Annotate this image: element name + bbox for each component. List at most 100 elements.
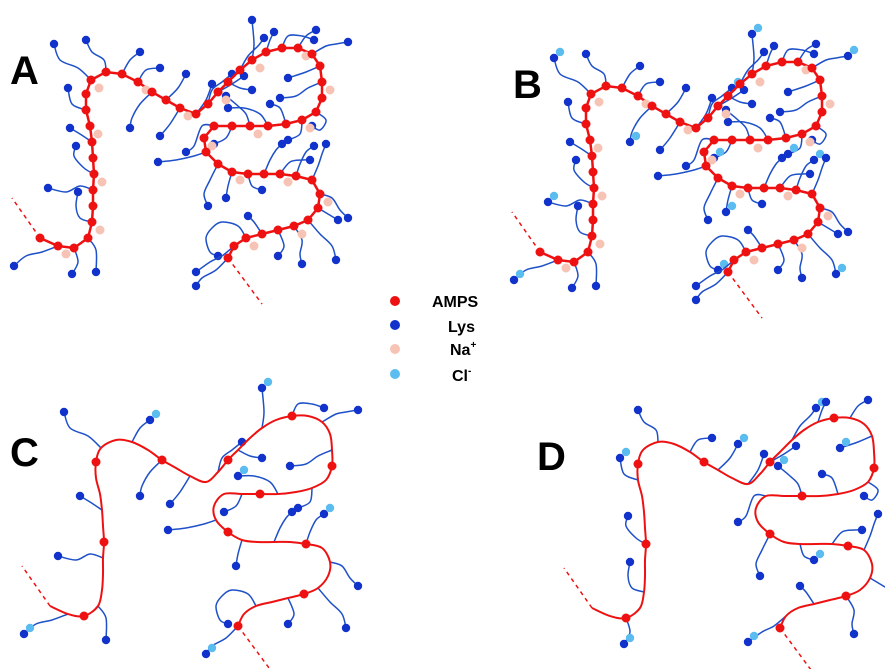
amps-residue — [263, 121, 273, 131]
lys-chain — [787, 79, 821, 93]
lys-chain — [627, 561, 645, 593]
amps-residue — [723, 91, 733, 101]
lys-chains-d — [615, 395, 885, 649]
lys-residue — [287, 507, 297, 517]
amps-residue — [701, 161, 711, 171]
lys-residue — [125, 123, 135, 133]
lys-residue — [615, 453, 625, 463]
amps-residue — [797, 491, 807, 501]
lys-chain — [47, 185, 94, 193]
lys-residue — [293, 503, 303, 513]
amps-residue — [223, 77, 233, 87]
lys-residue — [759, 47, 769, 57]
lys-chain — [665, 87, 687, 115]
na-ion — [735, 189, 745, 199]
lys-chain — [307, 219, 337, 261]
amps-residue — [203, 99, 213, 109]
lys-chain — [777, 465, 803, 497]
amps-residue — [85, 121, 95, 131]
amps-chain-tail — [779, 627, 812, 669]
amps-residue — [99, 537, 109, 547]
amps-residue — [233, 621, 243, 631]
amps-residue — [691, 123, 701, 133]
lys-residue — [155, 131, 165, 141]
lys-residue — [777, 153, 787, 163]
amps-residue — [588, 199, 598, 209]
panel-d: D — [537, 395, 885, 669]
legend-item-lys: Lys — [390, 319, 475, 336]
lys-residue — [743, 637, 753, 647]
amps-residue — [581, 103, 591, 113]
cl-ion — [325, 503, 335, 513]
amps-residue — [773, 239, 783, 249]
amps-residue — [743, 183, 753, 193]
lys-residue — [213, 251, 223, 261]
lys-chain — [695, 259, 735, 287]
lys-residue — [625, 137, 635, 147]
amps-residue — [88, 201, 98, 211]
lys-residue — [145, 415, 155, 425]
na-ion — [805, 137, 815, 147]
amps-residue — [257, 229, 267, 239]
amps-chain-tail — [21, 565, 51, 607]
amps-residue — [201, 147, 211, 157]
na-ion — [825, 99, 835, 109]
panel-c: C — [10, 377, 363, 669]
amps-residue — [81, 89, 91, 99]
lys-chain — [251, 19, 255, 61]
amps-residue — [709, 135, 719, 145]
lys-residue — [563, 97, 573, 107]
amps-residue — [841, 591, 851, 601]
lys-residue — [43, 183, 53, 193]
amps-residue — [807, 189, 817, 199]
lys-residue — [707, 93, 717, 103]
lys-chain — [624, 515, 647, 545]
amps-residue — [255, 489, 265, 499]
lys-residue — [257, 453, 267, 463]
amps-residue — [297, 115, 307, 125]
lys-residue — [181, 147, 191, 157]
lys-residue — [743, 225, 753, 235]
amps-residue — [247, 55, 257, 65]
lys-residue — [283, 135, 293, 145]
amps-residue — [761, 61, 771, 71]
lys-residue — [565, 137, 575, 147]
lys-chain — [717, 443, 739, 471]
amps-residue — [869, 463, 879, 473]
amps-residue — [315, 189, 325, 199]
lys-residue — [53, 551, 63, 561]
na-ion — [597, 191, 607, 201]
na-ion — [755, 77, 765, 87]
na-ion — [249, 241, 259, 251]
amps-residue — [83, 233, 93, 243]
lys-chain — [795, 159, 815, 191]
lys-residue — [509, 275, 519, 285]
amps-residue — [581, 119, 591, 129]
lys-residue — [873, 509, 883, 519]
cl-ion — [555, 47, 565, 57]
na-ion — [325, 85, 335, 95]
amps-residue — [87, 137, 97, 147]
lys-residue — [353, 405, 363, 415]
lys-residue — [821, 153, 831, 163]
amps-residue — [133, 77, 143, 87]
lys-residue — [747, 99, 757, 109]
lys-residue — [707, 433, 717, 443]
lys-chain — [165, 73, 187, 101]
amps-residue — [317, 93, 327, 103]
na-ion — [283, 177, 293, 187]
amps-residue — [243, 169, 253, 179]
lys-residue — [165, 499, 175, 509]
lys-residue — [305, 155, 315, 165]
lys-chain — [317, 587, 347, 629]
lys-chain — [311, 41, 349, 55]
lys-residue — [831, 269, 841, 279]
lys-chain — [97, 605, 108, 641]
amps-residue — [775, 623, 785, 633]
amps-residue — [261, 47, 271, 57]
lys-residue — [297, 259, 307, 269]
lys-chain — [779, 95, 823, 113]
lys-residue — [811, 403, 821, 413]
amps-residue — [79, 611, 89, 621]
lys-residue — [755, 571, 765, 581]
